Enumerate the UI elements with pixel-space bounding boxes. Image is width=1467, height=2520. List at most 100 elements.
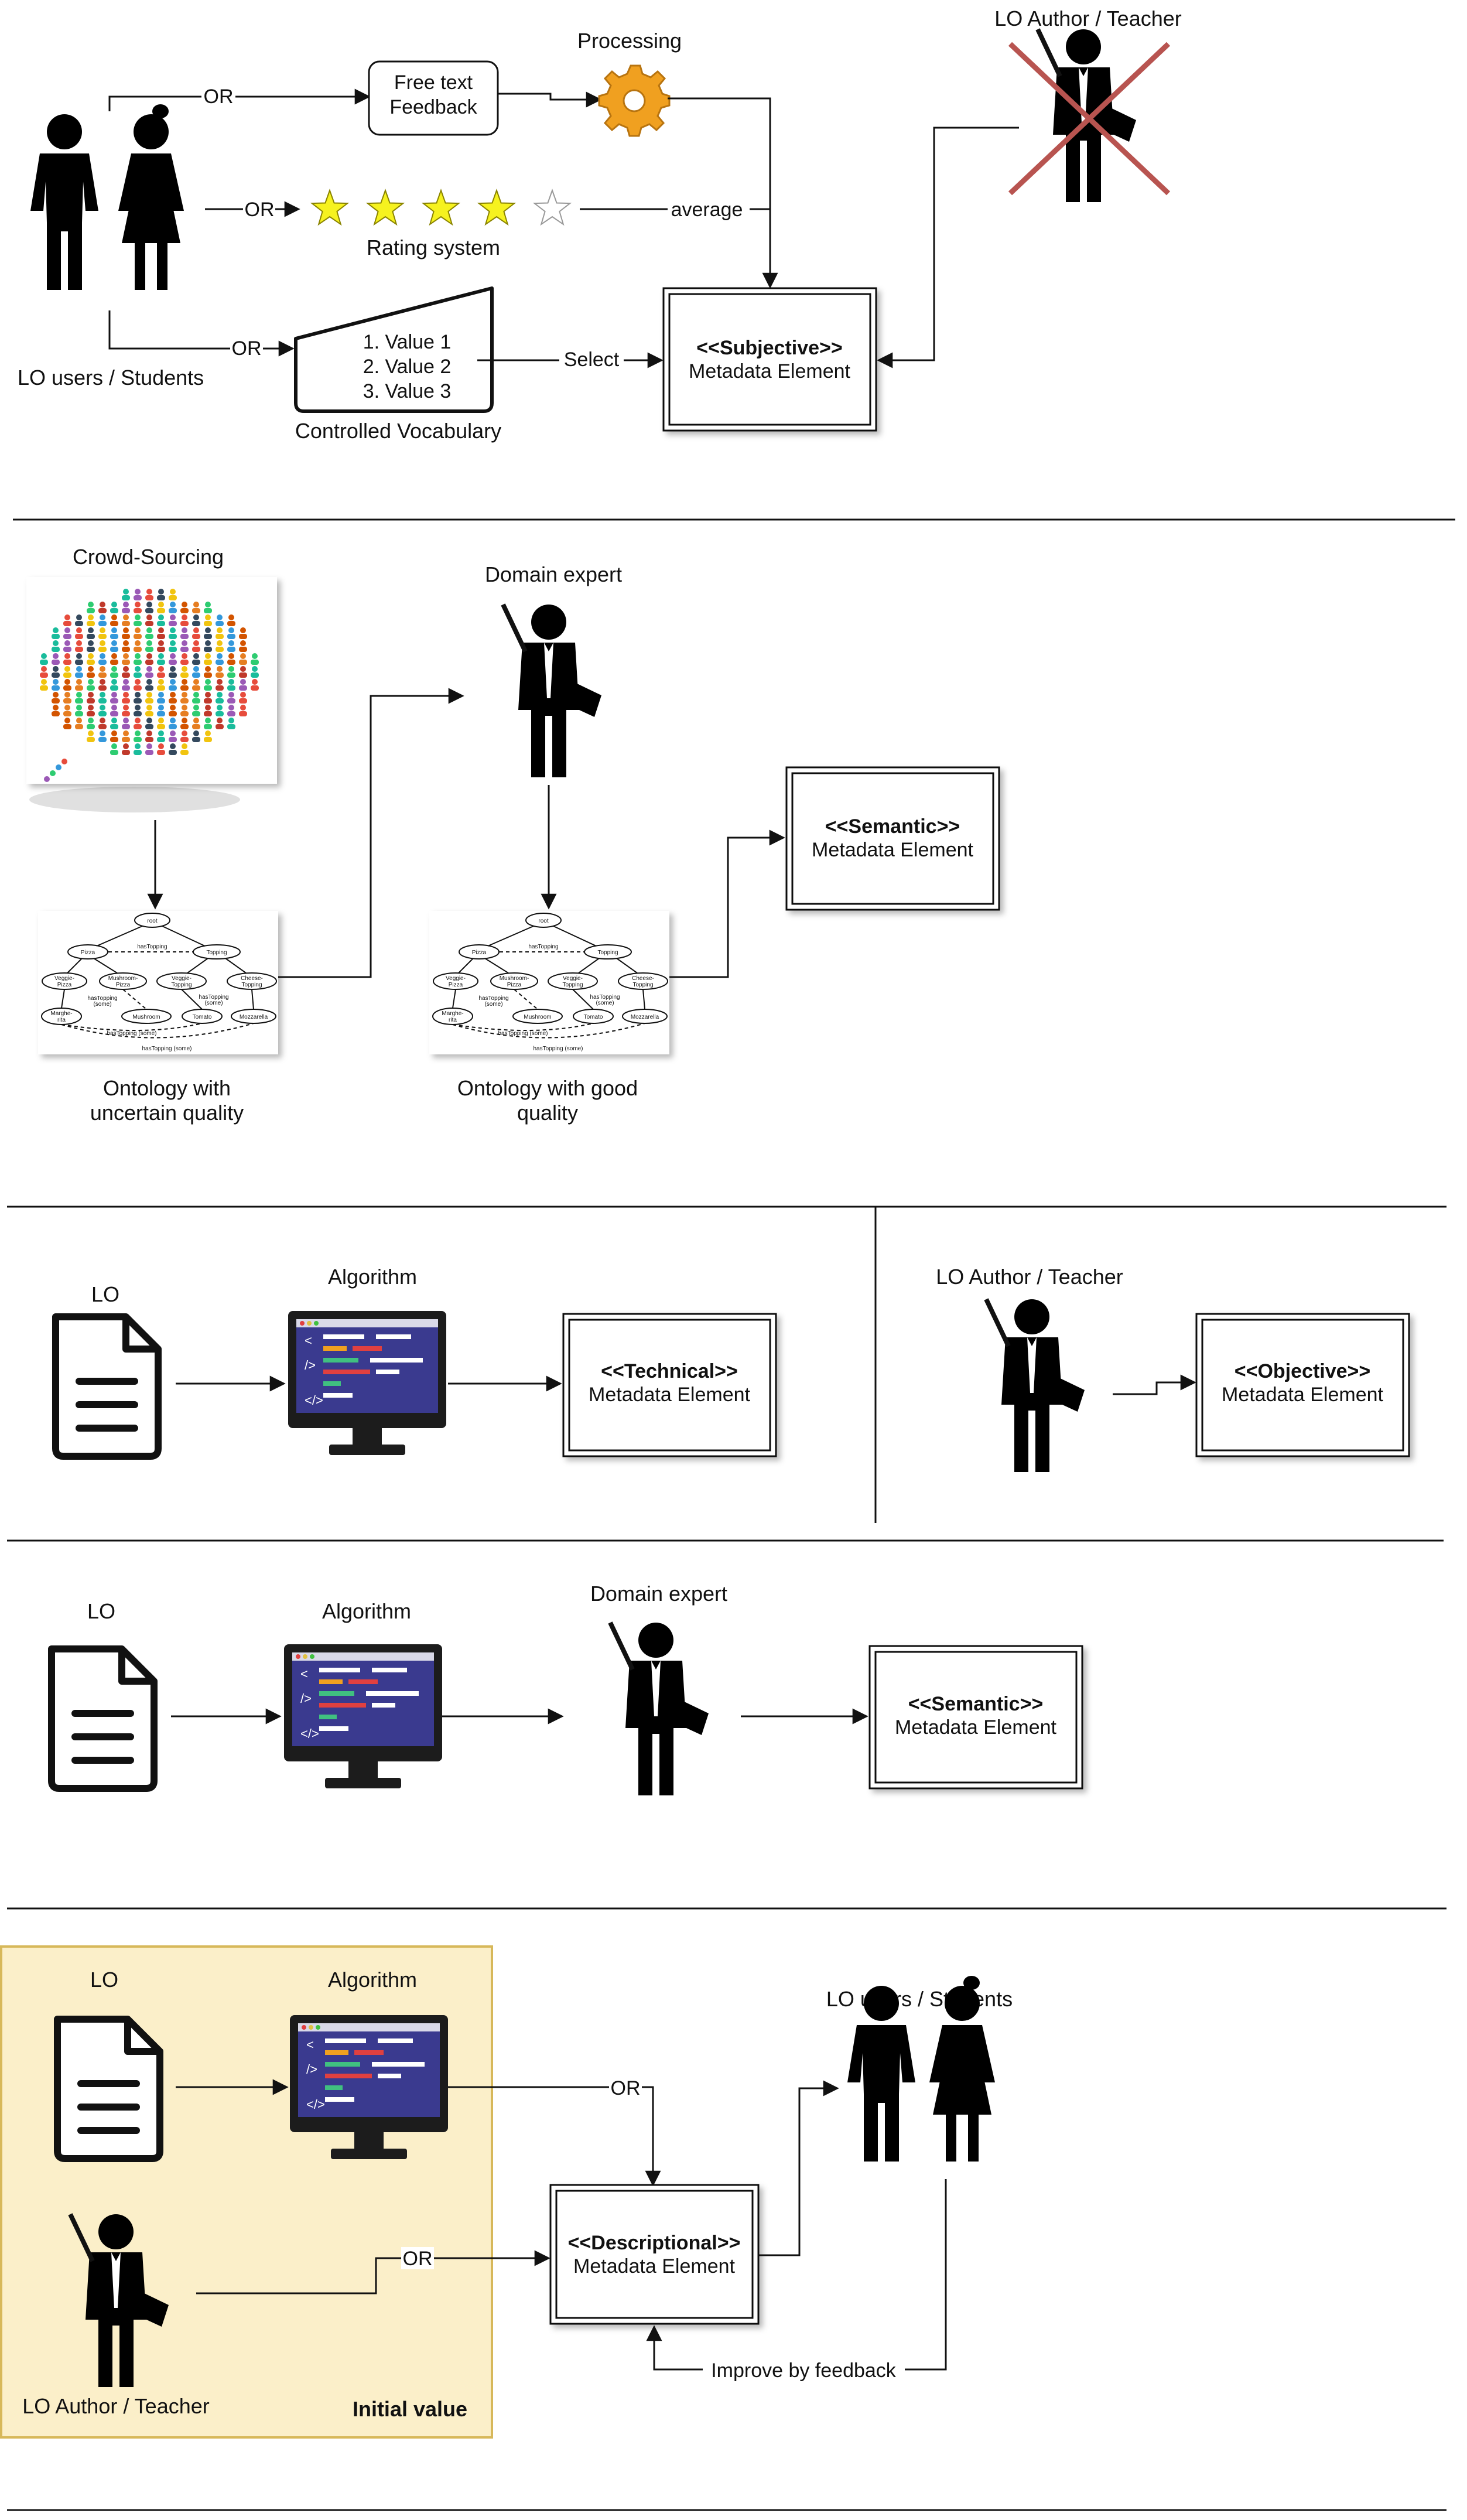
crowd-person-icon xyxy=(158,666,164,672)
crowd-person-icon xyxy=(110,750,118,755)
crowd-person-icon xyxy=(87,608,95,613)
student-girl-icon xyxy=(118,104,184,290)
crowd-person-icon xyxy=(122,724,130,729)
crowd-person-icon xyxy=(111,705,117,711)
crowd-person-icon xyxy=(217,692,223,698)
crowd-person-icon xyxy=(87,698,95,704)
crowd-person-icon xyxy=(240,666,246,672)
crowd-person-icon xyxy=(76,614,82,620)
crowd-person-icon xyxy=(228,705,234,711)
crowd-person-icon xyxy=(122,672,130,678)
crowd-person-icon xyxy=(87,685,95,691)
crowd-person-icon xyxy=(158,718,164,723)
crowd-person-icon xyxy=(100,705,105,711)
crowd-person-icon xyxy=(75,711,83,716)
crowd-person-icon xyxy=(134,634,142,639)
crowd-person-icon xyxy=(169,685,177,691)
crowd-person-icon xyxy=(134,621,142,626)
crowd-person-icon xyxy=(135,627,141,633)
processing-to-element-arrow xyxy=(668,97,778,289)
crowd-person-icon xyxy=(180,750,189,755)
crowd-person-icon xyxy=(228,692,234,698)
crowd-person-icon xyxy=(204,698,212,704)
crowd-person-icon xyxy=(100,653,105,659)
crowd-person-icon xyxy=(52,647,60,652)
crowd-person-icon xyxy=(63,711,71,716)
crowd-person-icon xyxy=(145,711,153,716)
crowd-person-icon xyxy=(146,730,152,736)
author-to-descriptional-arrow xyxy=(196,2250,550,2294)
crowd-person-icon xyxy=(157,750,165,755)
crowd-person-icon xyxy=(227,660,235,665)
crowd-person-icon xyxy=(146,589,152,595)
crowd-person-icon xyxy=(182,653,187,659)
crowd-person-icon xyxy=(205,730,211,736)
crowd-person-icon xyxy=(180,634,189,639)
crowd-person-icon xyxy=(52,660,60,665)
crowd-person-icon xyxy=(170,627,176,633)
crowd-person-icon xyxy=(88,705,94,711)
crowd-person-icon xyxy=(252,666,258,672)
crowd-person-icon xyxy=(252,653,258,659)
crowd-person-icon xyxy=(204,647,212,652)
crowd-person-icon xyxy=(146,692,152,698)
crowd-person-icon xyxy=(61,759,67,764)
crowd-person-icon xyxy=(64,705,70,711)
crowd-person-icon xyxy=(146,627,152,633)
crowd-person-icon xyxy=(110,647,118,652)
feedback-label: Improve by feedback xyxy=(711,2359,897,2382)
crowd-person-icon xyxy=(145,647,153,652)
crowd-person-icon xyxy=(169,647,177,652)
crowd-person-icon xyxy=(158,743,164,749)
crowd-person-icon xyxy=(88,730,94,736)
crowd-person-icon xyxy=(146,653,152,659)
crowd-person-icon xyxy=(87,711,95,716)
crowd-person-icon xyxy=(180,647,189,652)
crowd-person-icon xyxy=(170,653,176,659)
crowd-person-icon xyxy=(227,685,235,691)
technical-element-box xyxy=(562,1313,777,1457)
crowd-person-icon xyxy=(88,718,94,723)
crowd-person-icon xyxy=(193,653,199,659)
ontology-uncertain-line-2: uncertain quality xyxy=(90,1101,244,1125)
crowd-person-icon xyxy=(158,692,164,698)
crowd-person-icon xyxy=(240,679,246,685)
crowd-person-icon xyxy=(100,640,105,646)
crowd-person-icon xyxy=(216,685,224,691)
crowd-person-icon xyxy=(169,698,177,704)
crowd-person-icon xyxy=(44,776,50,782)
crowd-person-icon xyxy=(88,666,94,672)
crowd-person-icon xyxy=(135,705,141,711)
crowd-person-icon xyxy=(204,672,212,678)
descriptional-to-users-arrow xyxy=(758,2080,839,2256)
crowd-person-icon xyxy=(135,614,141,620)
or-arrow-bottom xyxy=(108,310,295,357)
crowd-person-icon xyxy=(75,672,83,678)
crowd-person-icon xyxy=(240,640,246,646)
crowd-person-icon xyxy=(98,608,107,613)
ontology-good-graph xyxy=(429,911,669,1054)
descriptional-element-name: Metadata Element xyxy=(573,2255,735,2277)
ontology-uncertain-graph xyxy=(38,911,278,1054)
crowd-person-icon xyxy=(135,589,141,595)
crowd-person-icon xyxy=(193,718,199,723)
crowd-person-icon xyxy=(193,602,199,607)
crowd-person-icon xyxy=(123,718,129,723)
crowd-person-icon xyxy=(205,666,211,672)
crowd-person-icon xyxy=(111,718,117,723)
crowd-person-icon xyxy=(88,692,94,698)
crowd-person-icon xyxy=(122,595,130,600)
crowd-person-icon xyxy=(87,724,95,729)
crowd-person-icon xyxy=(239,672,247,678)
crowd-person-icon xyxy=(146,679,152,685)
or-label-bottom: OR xyxy=(232,337,262,360)
vocab-item-2: 2. Value 2 xyxy=(363,356,452,378)
crowd-person-icon xyxy=(98,660,107,665)
author-label-top: LO Author / Teacher xyxy=(994,6,1182,30)
crowd-person-icon xyxy=(64,679,70,685)
crowd-person-icon xyxy=(146,743,152,749)
crowd-person-icon xyxy=(169,724,177,729)
crowd-person-icon xyxy=(52,672,60,678)
crowd-person-icon xyxy=(227,621,235,626)
crowd-person-icon xyxy=(135,730,141,736)
